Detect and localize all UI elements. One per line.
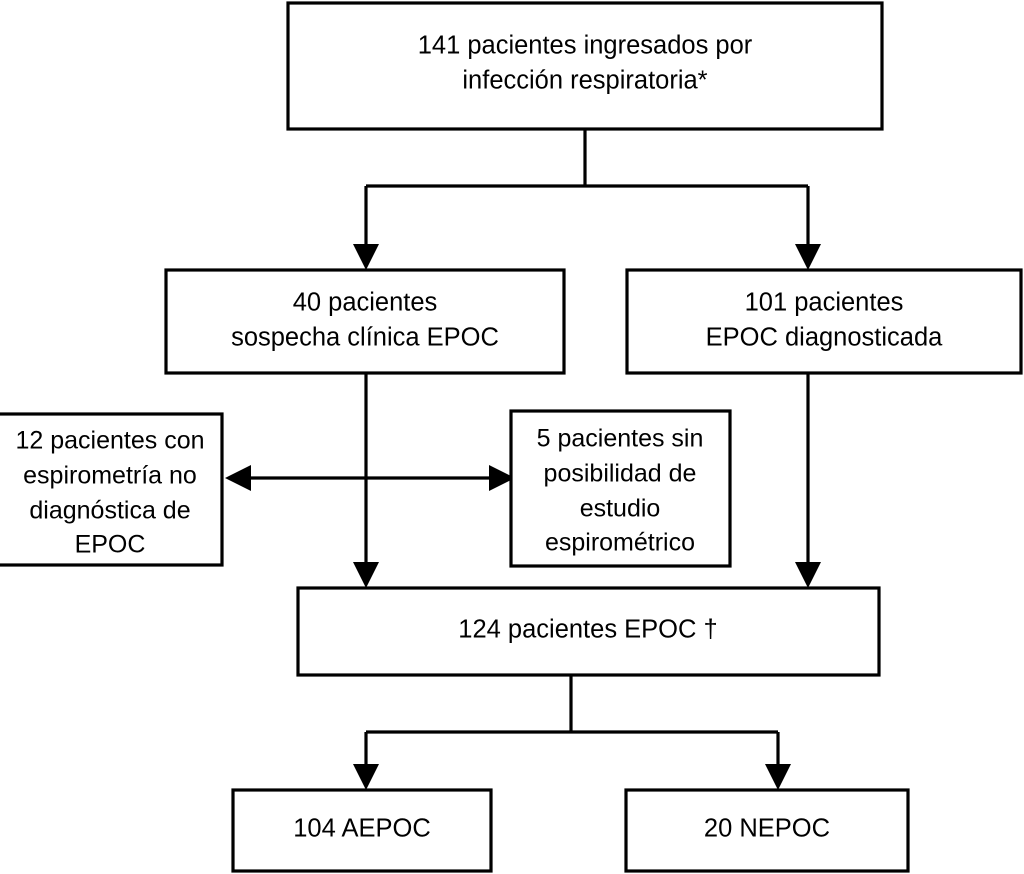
arrow-head-left-exclusion bbox=[225, 465, 251, 491]
connector-diagnosed-to-total bbox=[795, 373, 821, 588]
node-total-admitted-line-1: 141 pacientes ingresados por bbox=[418, 32, 753, 60]
node-diagnosed-copd: 101 pacientes EPOC diagnosticada bbox=[625, 268, 1023, 375]
connector-exclusions-bidirectional bbox=[225, 465, 515, 491]
node-no-spirometry-possible: 5 pacientes sin posibilidad de estudio e… bbox=[509, 409, 732, 568]
node-no-spirometry-possible-line-2: posibilidad de bbox=[544, 460, 697, 488]
arrow-head-to-aepoc bbox=[353, 764, 379, 790]
node-aepoc-line-1: 104 AEPOC bbox=[293, 815, 431, 843]
arrow-head-to-diagnosed bbox=[795, 244, 821, 270]
node-no-spirometry-possible-line-1: 5 pacientes sin bbox=[537, 425, 704, 453]
arrow-head-right-exclusion bbox=[489, 465, 515, 491]
node-non-diagnostic-spirometry-line-2: espirometría no bbox=[23, 462, 197, 490]
node-total-admitted-line-2: infección respiratoria* bbox=[462, 67, 707, 95]
node-copd-total: 124 pacientes EPOC † bbox=[296, 586, 881, 677]
node-clinical-suspicion: 40 pacientes sospecha clínica EPOC bbox=[164, 268, 566, 375]
arrow-head-diagnosed-down bbox=[795, 562, 821, 588]
node-diagnosed-copd-line-1: 101 pacientes bbox=[745, 289, 904, 317]
node-nepoc-line-1: 20 NEPOC bbox=[704, 815, 830, 843]
arrow-head-to-nepoc bbox=[765, 764, 791, 790]
node-no-spirometry-possible-line-4: espirométrico bbox=[545, 529, 695, 557]
node-non-diagnostic-spirometry: 12 pacientes con espirometría no diagnós… bbox=[0, 412, 224, 567]
node-nepoc: 20 NEPOC bbox=[624, 788, 910, 873]
arrow-head-to-suspicion bbox=[353, 244, 379, 270]
node-no-spirometry-possible-line-3: estudio bbox=[580, 495, 661, 523]
connector-total-to-outcomes bbox=[353, 675, 791, 790]
node-total-admitted: 141 pacientes ingresados por infección r… bbox=[286, 1, 884, 131]
node-non-diagnostic-spirometry-line-1: 12 pacientes con bbox=[15, 427, 204, 455]
node-clinical-suspicion-line-2: sospecha clínica EPOC bbox=[231, 324, 499, 352]
connector-suspicion-to-total bbox=[353, 373, 379, 588]
node-copd-total-line-1: 124 pacientes EPOC † bbox=[458, 616, 717, 644]
node-non-diagnostic-spirometry-line-4: EPOC bbox=[75, 531, 146, 559]
connector-total-to-split bbox=[353, 129, 821, 270]
arrow-head-suspicion-down bbox=[353, 562, 379, 588]
node-clinical-suspicion-line-1: 40 pacientes bbox=[293, 289, 438, 317]
node-non-diagnostic-spirometry-line-3: diagnóstica de bbox=[29, 497, 190, 525]
node-diagnosed-copd-line-2: EPOC diagnosticada bbox=[706, 324, 944, 352]
node-aepoc: 104 AEPOC bbox=[231, 788, 493, 873]
